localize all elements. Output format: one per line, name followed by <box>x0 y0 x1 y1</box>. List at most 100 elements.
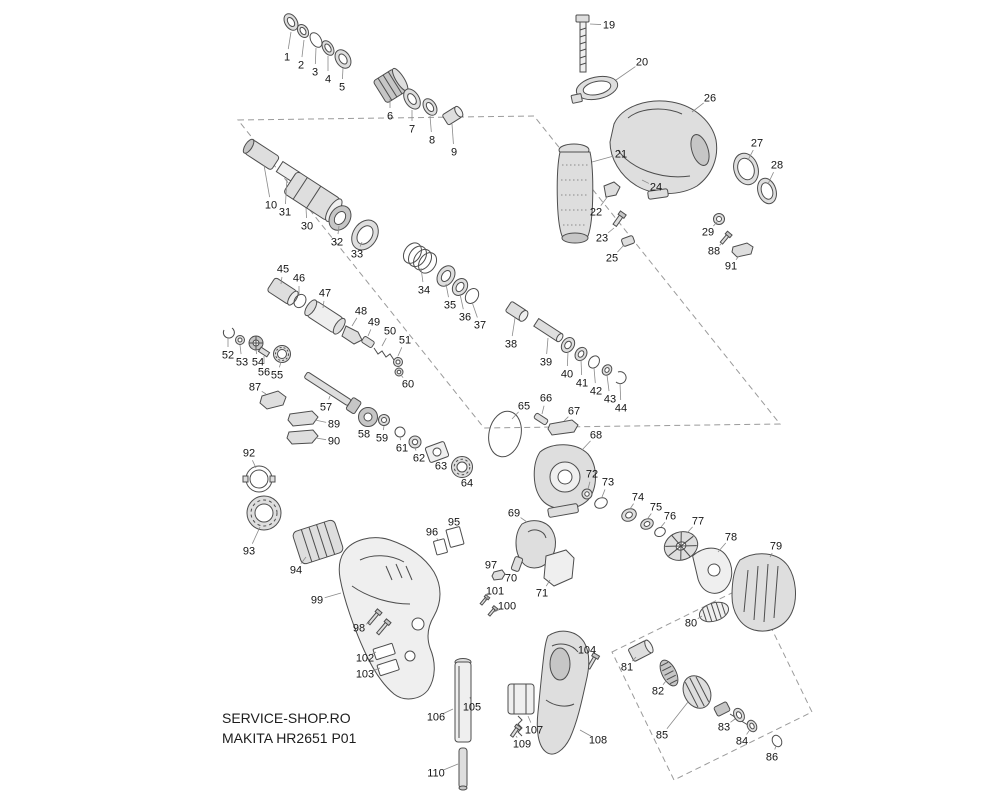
callout-leader-82 <box>662 680 667 686</box>
callout-leader-65 <box>511 411 519 420</box>
callout-leader-89 <box>314 419 327 423</box>
callout-leader-31 <box>285 177 288 205</box>
callout-leader-5 <box>342 67 344 80</box>
part-number-96: 96 <box>426 527 438 539</box>
callout-leader-74 <box>629 503 634 510</box>
part-number-48: 48 <box>355 306 367 318</box>
part-number-24: 24 <box>650 182 662 194</box>
callout-leader-59 <box>382 425 385 431</box>
watermark: SERVICE-SHOP.RO MAKITA HR2651 P01 <box>222 708 356 748</box>
rear-housing-part-79 <box>731 553 796 632</box>
ring-bearing-stator-parts-92-94 <box>242 465 344 565</box>
oring-crank-parts-65-68 <box>488 410 596 518</box>
part-number-42: 42 <box>590 386 602 398</box>
baffle-part-78 <box>692 547 733 594</box>
part-number-8: 8 <box>429 135 435 147</box>
callout-leader-96 <box>436 538 439 541</box>
part-number-105: 105 <box>463 702 481 714</box>
callout-leader-27 <box>747 149 754 161</box>
callout-leader-91 <box>735 255 740 261</box>
callout-leader-101 <box>484 596 490 601</box>
part-number-71: 71 <box>536 588 548 600</box>
callout-leader-29 <box>713 221 718 227</box>
callout-leader-92 <box>252 460 257 469</box>
part-number-86: 86 <box>766 752 778 764</box>
part-number-99: 99 <box>311 595 323 607</box>
part-number-36: 36 <box>459 312 471 324</box>
part-number-26: 26 <box>704 93 716 105</box>
part-number-59: 59 <box>376 433 388 445</box>
part-number-81: 81 <box>621 662 633 674</box>
callout-leader-73 <box>601 489 606 498</box>
plates-parts-95-97 <box>433 526 506 581</box>
callout-leader-21 <box>591 155 614 163</box>
callout-leader-32 <box>337 225 340 235</box>
part-number-34: 34 <box>418 285 430 297</box>
part-number-40: 40 <box>561 369 573 381</box>
part-number-44: 44 <box>615 403 627 415</box>
part-number-107: 107 <box>525 725 543 737</box>
crank-housing-part-68 <box>533 444 596 518</box>
part-number-58: 58 <box>358 429 370 441</box>
callout-leader-108 <box>579 729 592 737</box>
part-number-28: 28 <box>771 160 783 172</box>
clamp-band-part-20 <box>570 75 619 104</box>
callout-leader-103 <box>372 667 381 672</box>
part-number-82: 82 <box>652 686 664 698</box>
callout-leader-83 <box>730 718 736 723</box>
callout-leader-8 <box>429 115 432 133</box>
part-number-63: 63 <box>435 461 447 473</box>
callout-leader-23 <box>607 227 615 234</box>
callout-leader-80 <box>697 615 703 620</box>
part-number-6: 6 <box>387 111 393 123</box>
part-number-51: 51 <box>399 335 411 347</box>
screws-part-98 <box>366 608 392 636</box>
callout-leader-86 <box>774 745 777 750</box>
callout-leader-35 <box>445 283 449 298</box>
part-number-1: 1 <box>284 52 290 64</box>
callout-leader-60 <box>400 374 404 378</box>
handle-part-108 <box>536 630 590 755</box>
part-number-7: 7 <box>409 124 415 136</box>
callout-leader-61 <box>399 436 401 441</box>
callout-leader-88 <box>719 242 723 246</box>
callout-leader-41 <box>580 359 583 376</box>
part-number-52: 52 <box>222 350 234 362</box>
small-parts-52-56 <box>222 327 291 363</box>
part-number-29: 29 <box>702 227 714 239</box>
callout-leader-102 <box>371 651 377 655</box>
part-number-72: 72 <box>586 469 598 481</box>
callout-leader-36 <box>459 293 464 310</box>
callout-leader-90 <box>315 437 327 441</box>
callout-leader-50 <box>381 337 387 347</box>
callout-leader-9 <box>451 123 454 145</box>
watermark-line2: MAKITA HR2651 P01 <box>222 730 357 746</box>
part-number-87: 87 <box>249 382 261 394</box>
part-number-104: 104 <box>578 645 596 657</box>
callout-leader-79 <box>769 552 773 558</box>
switch-parts-69-71 <box>510 520 575 587</box>
part-number-108: 108 <box>589 735 607 747</box>
part-number-69: 69 <box>508 508 520 520</box>
part-number-43: 43 <box>604 394 616 406</box>
part-number-62: 62 <box>413 453 425 465</box>
callout-leader-81 <box>632 656 637 662</box>
rings-parts-7-9 <box>403 88 464 126</box>
motor-housing-part-99 <box>338 537 441 700</box>
callout-leader-78 <box>717 542 727 553</box>
gear-housing-part-26 <box>609 100 718 200</box>
part-number-70: 70 <box>505 573 517 585</box>
part-number-22: 22 <box>590 207 602 219</box>
part-number-9: 9 <box>451 147 457 159</box>
part-number-35: 35 <box>444 300 456 312</box>
callout-leader-40 <box>566 351 569 367</box>
callout-leader-2 <box>301 39 305 58</box>
callout-leader-48 <box>351 317 358 327</box>
callout-leader-57 <box>328 395 331 400</box>
part-number-65: 65 <box>518 401 530 413</box>
part-number-20: 20 <box>636 57 648 69</box>
washers-parts-72-76 <box>581 488 666 538</box>
part-number-54: 54 <box>252 357 264 369</box>
part-number-76: 76 <box>664 511 676 523</box>
callout-leader-62 <box>414 447 417 451</box>
